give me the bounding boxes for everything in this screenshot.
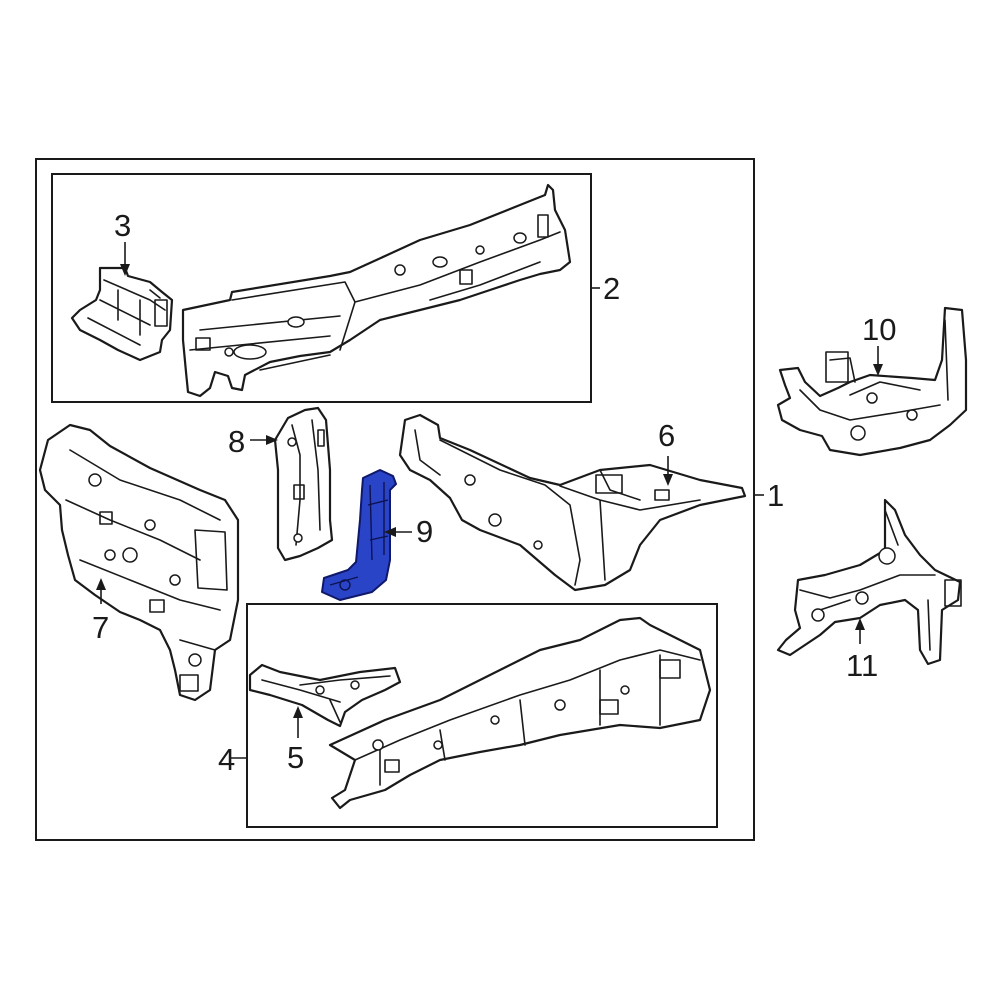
callout-3: 3 bbox=[114, 208, 131, 243]
part-3[interactable] bbox=[70, 266, 174, 362]
callout-7: 7 bbox=[92, 610, 109, 645]
subassembly-box-4 bbox=[246, 603, 718, 828]
part-9-highlighted[interactable] bbox=[321, 469, 397, 601]
part-2[interactable] bbox=[181, 183, 572, 398]
part-6[interactable] bbox=[398, 413, 747, 592]
callout-9: 9 bbox=[416, 514, 433, 549]
part-4[interactable] bbox=[328, 616, 712, 810]
leaders bbox=[96, 242, 883, 759]
part-10[interactable] bbox=[776, 306, 968, 457]
part-11[interactable] bbox=[776, 498, 962, 666]
callout-2: 2 bbox=[603, 271, 620, 306]
part-5[interactable] bbox=[248, 663, 402, 728]
callout-1: 1 bbox=[767, 478, 784, 513]
part-7[interactable] bbox=[38, 423, 240, 702]
callout-11: 11 bbox=[846, 648, 878, 683]
callout-5: 5 bbox=[287, 740, 304, 775]
callout-8: 8 bbox=[228, 424, 245, 459]
part-8[interactable] bbox=[273, 406, 334, 562]
callout-4: 4 bbox=[218, 742, 235, 777]
callout-10: 10 bbox=[862, 312, 896, 347]
callout-labels: 3 2 1 4 5 6 7 8 9 10 11 bbox=[92, 208, 896, 777]
callout-6: 6 bbox=[658, 418, 675, 453]
assembly-frame-1 bbox=[35, 158, 755, 841]
